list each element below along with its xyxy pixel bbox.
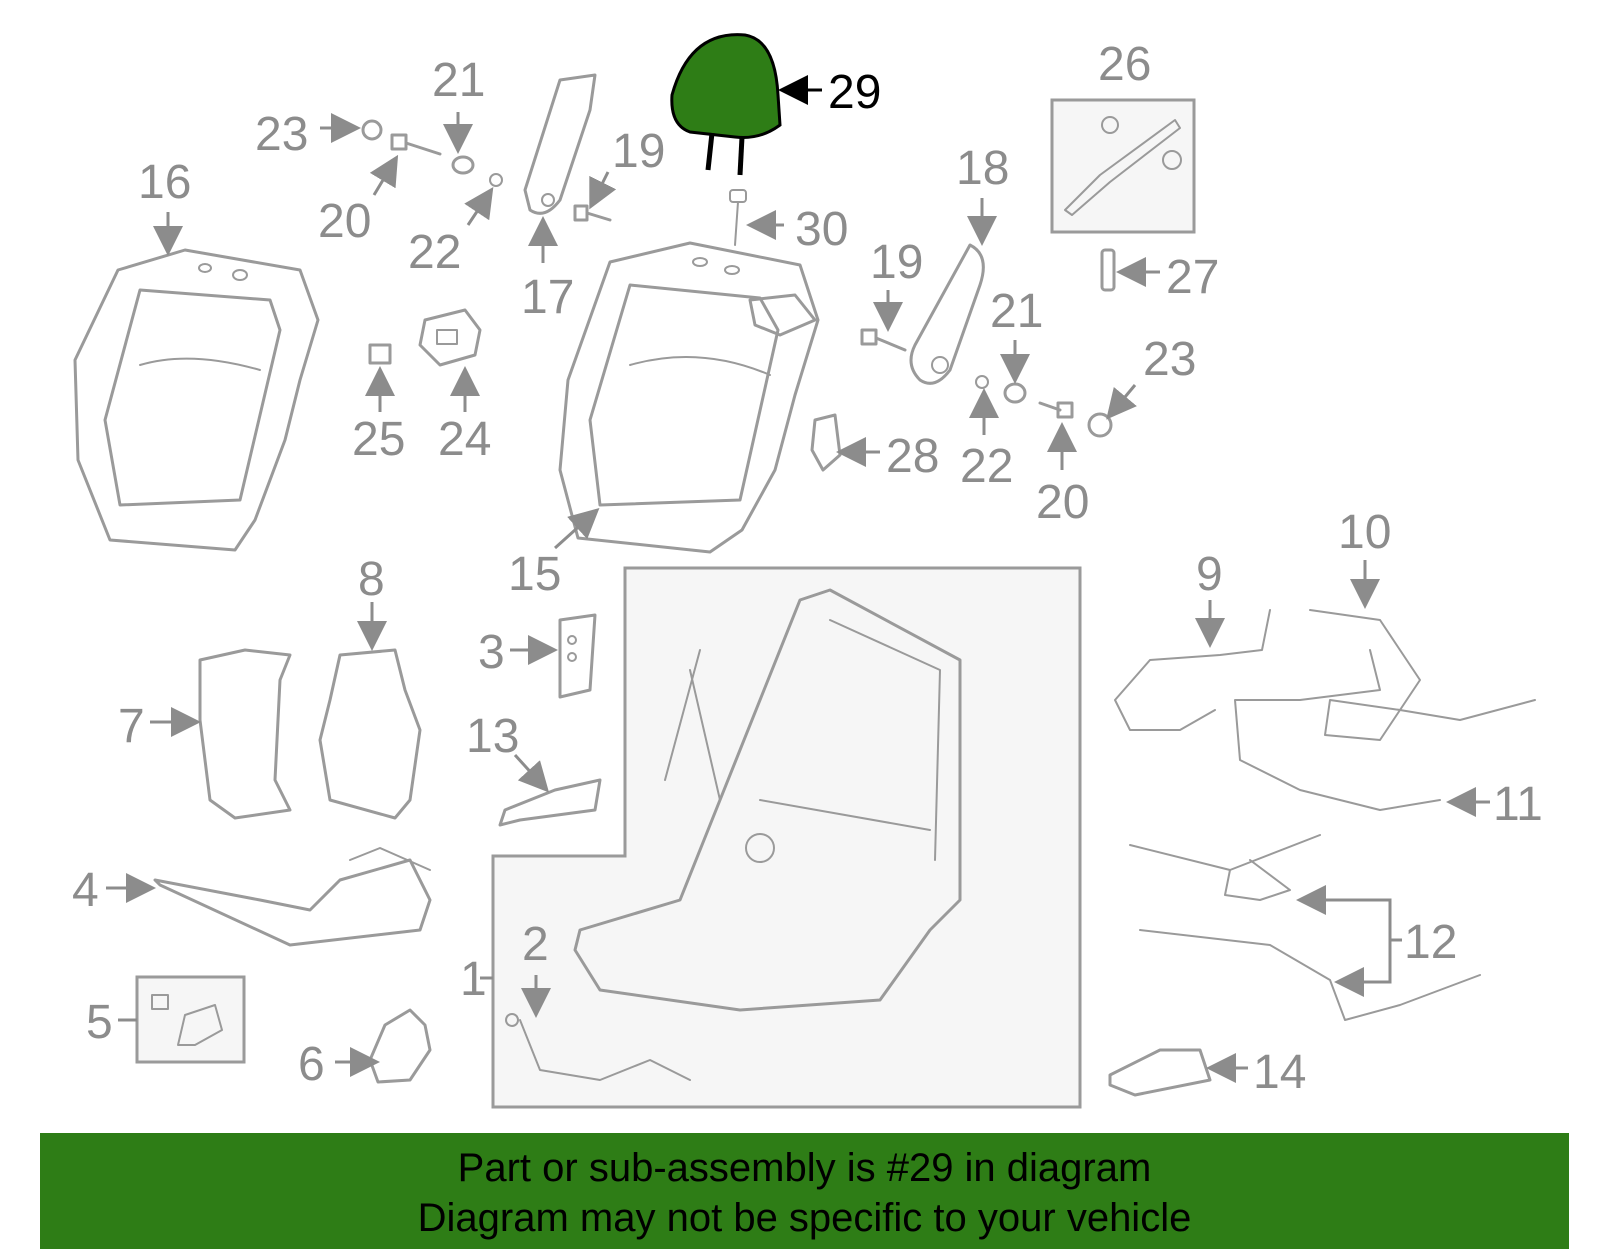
part-19-bolt-left xyxy=(573,204,612,222)
callout-17: 17 xyxy=(521,271,574,324)
part-29-headrest xyxy=(670,33,782,176)
part-9-cable xyxy=(1114,609,1271,731)
part-22-washer-left xyxy=(489,173,503,187)
callout-22-right: 22 xyxy=(960,440,1013,493)
part-7-side-cover xyxy=(198,648,292,820)
leader-lines xyxy=(106,75,1490,1083)
callout-14: 14 xyxy=(1253,1046,1306,1099)
part-1-seat-frame xyxy=(491,566,1082,1109)
callout-3: 3 xyxy=(478,626,505,679)
part-24-bracket xyxy=(418,308,482,367)
callout-23-right: 23 xyxy=(1143,333,1196,386)
part-12-cables xyxy=(1129,834,1481,1021)
callout-7: 7 xyxy=(118,700,145,753)
part-13-bracket xyxy=(498,778,602,827)
callout-13: 13 xyxy=(466,710,519,763)
part-25-clip xyxy=(368,343,392,365)
callout-9: 9 xyxy=(1196,548,1223,601)
part-4-trim xyxy=(153,847,432,947)
part-21-collar-right xyxy=(1003,382,1027,404)
part-19-bolt-right xyxy=(860,328,907,352)
part-30-headrest-guide xyxy=(729,189,747,246)
callout-25: 25 xyxy=(352,413,405,466)
callout-23-left: 23 xyxy=(255,108,308,161)
callout-6: 6 xyxy=(298,1038,325,1091)
callout-19-left: 19 xyxy=(612,125,665,178)
callout-labels: 1 2 3 4 5 6 7 8 9 10 11 12 13 14 15 16 1… xyxy=(72,38,1543,1099)
banner-line-2: Diagram may not be specific to your vehi… xyxy=(417,1196,1192,1240)
part-3-switch xyxy=(558,613,597,699)
callout-11: 11 xyxy=(1493,778,1543,831)
callout-20-left: 20 xyxy=(318,195,371,248)
part-5-kit xyxy=(135,975,246,1064)
part-18-hinge-cover xyxy=(909,243,985,385)
callout-22-left: 22 xyxy=(408,226,461,279)
callout-12: 12 xyxy=(1404,916,1457,969)
callout-21-right: 21 xyxy=(990,285,1043,338)
part-17-hinge-cover xyxy=(523,73,597,215)
part-8-side-cover xyxy=(318,648,422,820)
callout-1: 1 xyxy=(460,953,487,1006)
callout-29: 29 xyxy=(828,66,881,119)
callout-24: 24 xyxy=(438,413,491,466)
part-27-clip xyxy=(1100,248,1116,292)
part-22-washer-right xyxy=(975,375,989,389)
callout-8: 8 xyxy=(358,553,385,606)
callout-21-left: 21 xyxy=(432,54,485,107)
callout-10: 10 xyxy=(1338,506,1391,559)
callout-5: 5 xyxy=(86,996,113,1049)
callout-15: 15 xyxy=(508,548,561,601)
callout-19-right: 19 xyxy=(870,236,923,289)
callout-27: 27 xyxy=(1166,251,1219,304)
callout-4: 4 xyxy=(72,864,99,917)
callout-30: 30 xyxy=(795,203,848,256)
banner-line-1: Part or sub-assembly is #29 in diagram xyxy=(457,1146,1152,1190)
part-14-cover xyxy=(1108,1048,1212,1097)
callout-26: 26 xyxy=(1098,38,1151,91)
part-20-bolt-right xyxy=(1038,401,1074,419)
part-6-bracket xyxy=(368,1008,432,1084)
part-20-bolt-left xyxy=(390,133,442,156)
part-11-cable xyxy=(1234,649,1441,811)
part-16-seat-back-cover xyxy=(73,248,320,552)
callout-20-right: 20 xyxy=(1036,476,1089,529)
part-26-kit xyxy=(1050,98,1196,234)
part-23-nut-left xyxy=(361,119,383,141)
part-23-nut-right xyxy=(1087,412,1113,438)
part-10-cable xyxy=(1309,609,1536,741)
info-banner: Part or sub-assembly is #29 in diagram D… xyxy=(40,1133,1569,1249)
callout-16: 16 xyxy=(138,156,191,209)
part-15-seat-back-pad xyxy=(558,241,820,554)
callout-2: 2 xyxy=(522,918,549,971)
callout-28: 28 xyxy=(886,430,939,483)
callout-18: 18 xyxy=(956,142,1009,195)
part-28-clip xyxy=(810,413,842,472)
part-21-collar-left xyxy=(451,155,475,175)
